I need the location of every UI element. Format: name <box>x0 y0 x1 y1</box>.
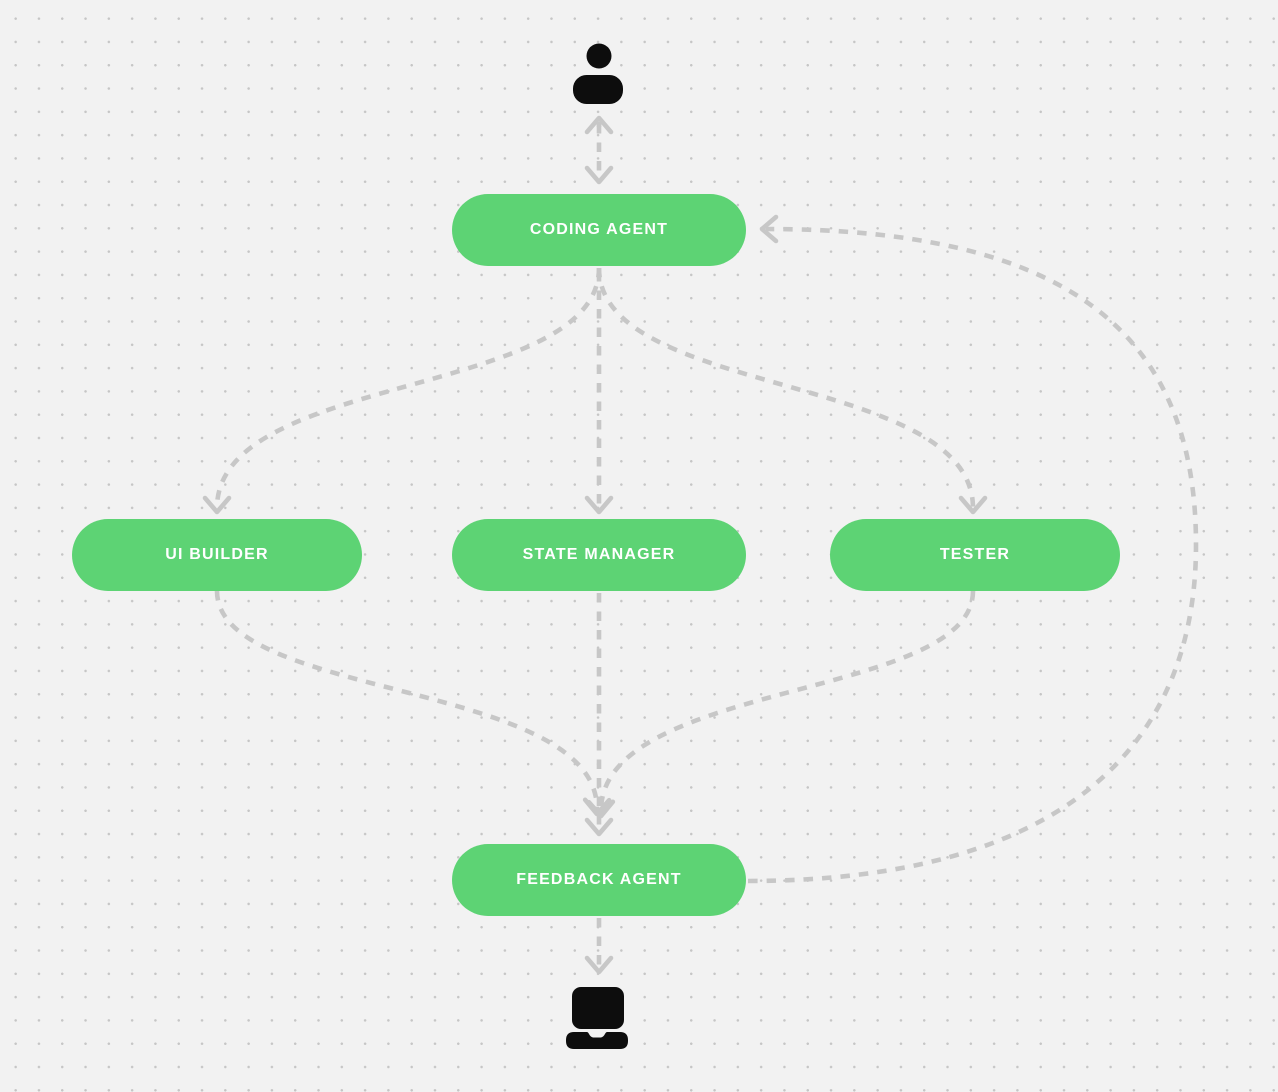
node-tester[interactable]: TESTER <box>830 519 1120 591</box>
node-state-manager[interactable]: STATE MANAGER <box>452 519 746 591</box>
laptop-icon[interactable] <box>566 987 628 1049</box>
edge-coding-to-tester <box>596 267 988 515</box>
user-icon[interactable] <box>573 43 623 105</box>
node-coding-agent[interactable]: CODING AGENT <box>452 194 746 266</box>
node-coding-agent-label: CODING AGENT <box>529 221 669 238</box>
node-ui-builder-label: UI BUILDER <box>165 546 269 563</box>
node-feedback-agent[interactable]: FEEDBACK AGENT <box>452 844 746 916</box>
edge-ui-builder-to-feedback <box>214 590 612 817</box>
edge-coding-to-ui-builder <box>202 267 602 515</box>
node-tester-label: TESTER <box>939 546 1011 563</box>
node-ui-builder[interactable]: UI BUILDER <box>72 519 362 591</box>
edge-tester-to-feedback <box>586 590 976 819</box>
node-feedback-agent-label: FEEDBACK AGENT <box>516 871 682 888</box>
edge-feedback-to-coding <box>747 214 1199 884</box>
node-state-manager-label: STATE MANAGER <box>522 546 676 563</box>
